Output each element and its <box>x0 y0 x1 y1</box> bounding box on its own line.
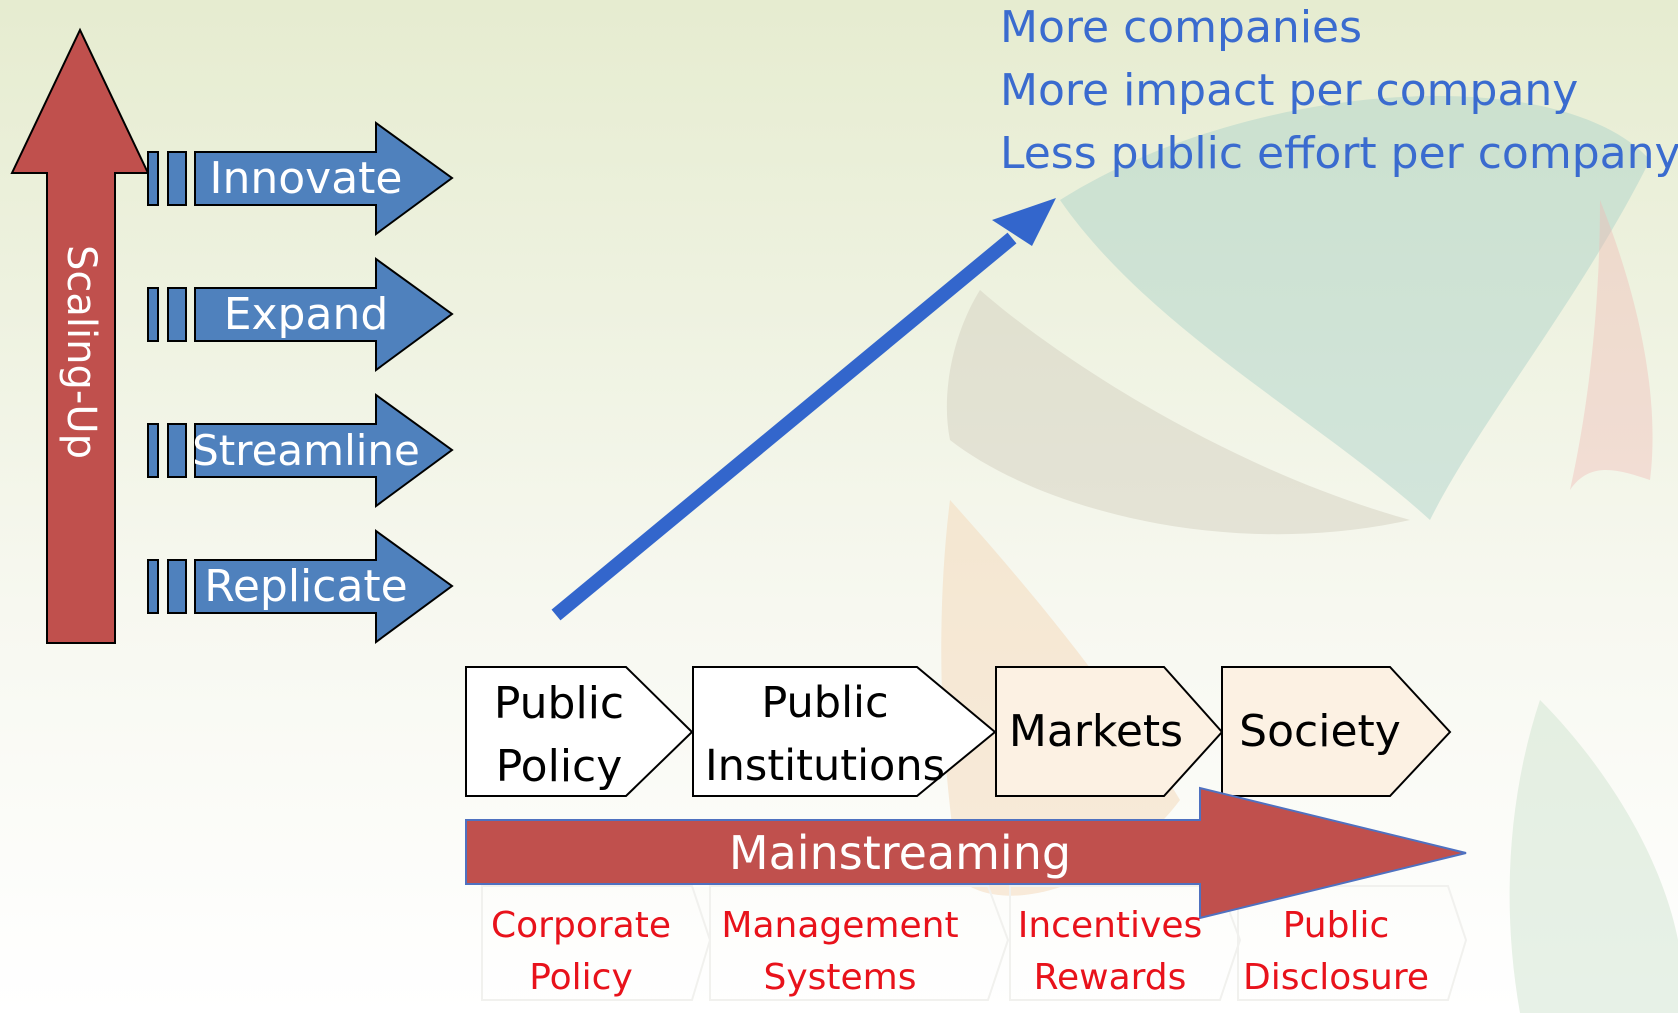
chain-label-markets: Markets <box>1008 706 1184 757</box>
mainstreaming-item-backdrops <box>481 885 1468 1001</box>
step-arrow-expand <box>147 257 454 372</box>
chain-label-public-institutions: Public Institutions <box>704 678 946 791</box>
mainstreaming-item-public-disclosure: Public Disclosure <box>1242 905 1430 998</box>
chevron-public-institutions <box>692 666 997 797</box>
chevron-society <box>1221 666 1452 797</box>
outcome-more-companies: More companies <box>1000 2 1363 53</box>
chevron-markets <box>995 666 1224 797</box>
step-arrow-streamline <box>147 393 454 508</box>
chain-label-public-policy: Public Policy <box>493 678 625 792</box>
outcome-less-effort: Less public effort per company <box>1000 128 1678 179</box>
step-arrow-replicate <box>147 529 454 644</box>
step-arrow-innovate <box>147 121 454 236</box>
scaling-up-arrow <box>10 27 150 644</box>
mainstreaming-item-corporate-policy: Corporate Policy <box>491 905 671 998</box>
mainstreaming-arrow <box>465 786 1467 920</box>
trend-arrow <box>551 198 1056 621</box>
scaling-up-label: Scaling-Up <box>58 245 104 459</box>
step-label-replicate: Replicate <box>204 561 408 612</box>
step-label-innovate: Innovate <box>209 153 403 204</box>
step-label-streamline: Streamline <box>192 426 420 475</box>
mainstreaming-item-management-systems: Management Systems <box>721 905 959 998</box>
step-label-expand: Expand <box>223 289 389 340</box>
chain-label-society: Society <box>1239 706 1401 757</box>
mainstreaming-label: Mainstreaming <box>728 826 1072 880</box>
chevron-public-policy <box>465 666 694 797</box>
mainstreaming-item-incentives-rewards: Incentives Rewards <box>1017 905 1203 998</box>
outcome-more-impact: More impact per company <box>1000 65 1579 116</box>
